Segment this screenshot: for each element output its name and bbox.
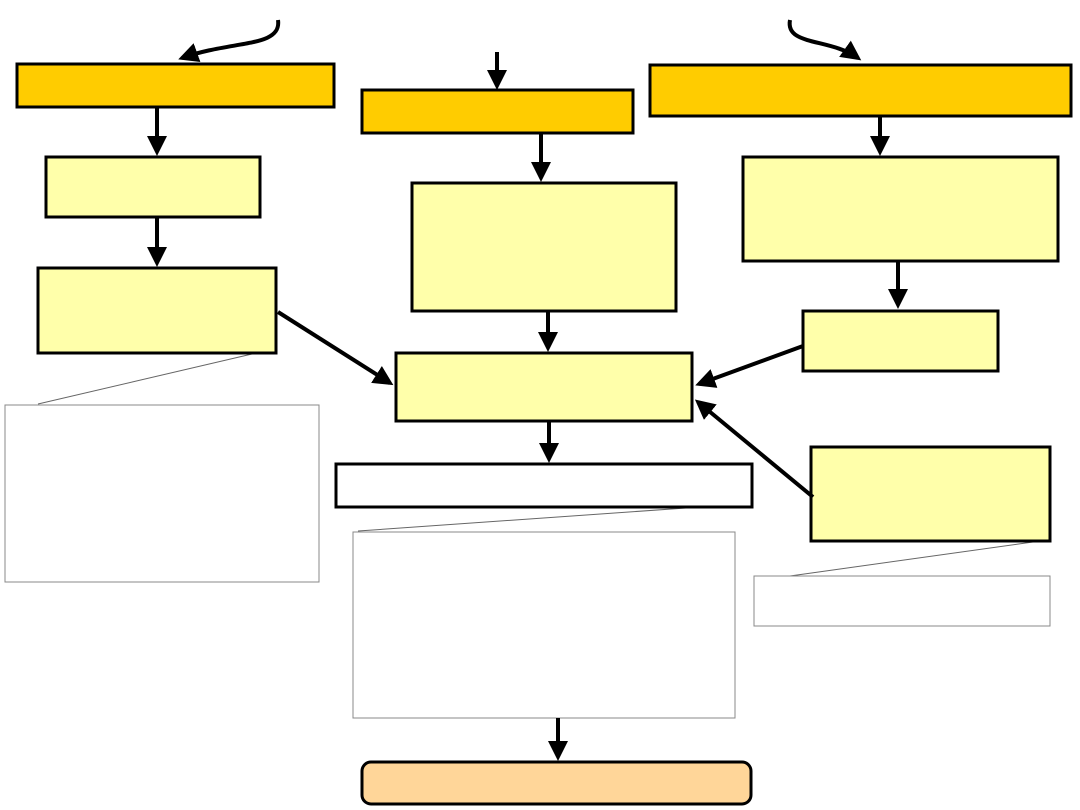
right-box-2 <box>801 309 1000 373</box>
final-box <box>360 760 753 806</box>
arrow-lower-right-to-hub <box>694 399 815 499</box>
left-box-2 <box>36 266 278 355</box>
header-center <box>360 88 635 135</box>
arrow-right-box2-to-hub <box>695 344 804 388</box>
bar-box <box>334 462 754 509</box>
right-box-1 <box>741 155 1060 263</box>
left-box-1 <box>44 155 262 219</box>
note-center <box>352 531 736 719</box>
incoming-arrow-right <box>787 19 862 61</box>
incoming-arrow-left <box>178 19 281 62</box>
header-right <box>648 63 1073 118</box>
note-right <box>753 575 1051 627</box>
header-left <box>15 62 336 109</box>
note-left <box>4 404 320 583</box>
lower-right-box <box>809 445 1052 543</box>
note-right-connector <box>789 540 1041 577</box>
note-center-connector <box>357 506 701 532</box>
center-box-1 <box>410 181 678 313</box>
hub-box <box>394 351 694 423</box>
note-left-connector <box>37 353 253 405</box>
arrow-left-box2-to-hub <box>276 310 394 386</box>
